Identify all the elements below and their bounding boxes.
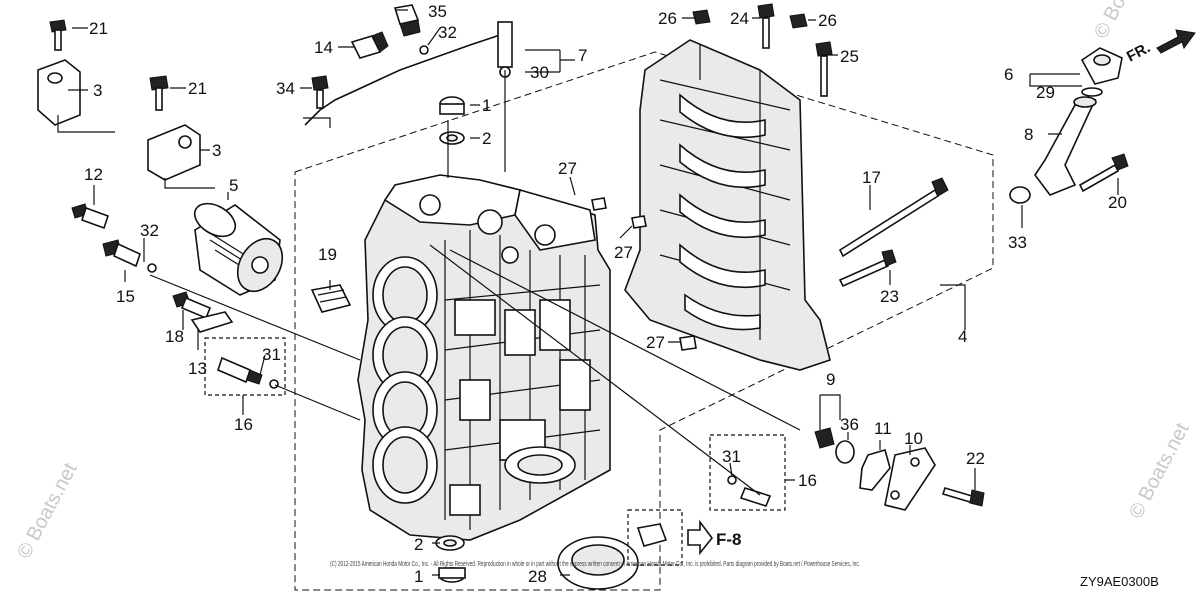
callout-1b: 1 (414, 567, 423, 586)
crankcase (624, 39, 831, 371)
callout-6: 6 (1004, 65, 1013, 84)
diagram-code: ZY9AE0300B (1080, 574, 1159, 589)
callout-33: 33 (1008, 233, 1027, 252)
callout-9: 9 (826, 370, 835, 389)
callout-20: 20 (1108, 193, 1127, 212)
front-direction-indicator: FR. (1124, 29, 1196, 66)
sensor-12 (71, 203, 110, 230)
sensor-14 (350, 31, 389, 59)
washer-2-upper (439, 131, 465, 145)
callout-19: 19 (318, 245, 337, 264)
callout-18: 18 (165, 327, 184, 346)
callout-16a: 16 (234, 415, 253, 434)
copyright-note: (C) 2012-2015 American Honda Motor Co., … (330, 561, 860, 568)
callout-21b: 21 (188, 79, 207, 98)
callout-11: 11 (874, 419, 892, 438)
bolt-22 (941, 487, 985, 507)
plug-1-upper (439, 96, 465, 115)
callout-27b: 27 (614, 243, 633, 262)
gasket-11 (859, 449, 891, 491)
oil-filter (193, 202, 284, 296)
callout-17: 17 (862, 168, 881, 187)
sensor-16-right (709, 434, 786, 511)
callout-12: 12 (84, 165, 103, 184)
callout-2b: 2 (414, 535, 423, 554)
callout-28: 28 (528, 567, 547, 586)
watermark-top-right: © Bo (1090, 0, 1130, 42)
callout-32b: 32 (438, 23, 457, 42)
callout-26a: 26 (658, 9, 677, 28)
filler-cap-6 (1080, 47, 1123, 85)
bolt-21-upper (49, 19, 67, 51)
callout-21a: 21 (89, 19, 108, 38)
bracket-3-upper (37, 59, 115, 133)
dowel-27-lower (679, 335, 697, 351)
sensor-35 (393, 4, 429, 55)
callout-31a: 31 (262, 345, 281, 364)
callout-26b: 26 (818, 11, 837, 30)
o-ring-29 (1081, 87, 1103, 97)
callout-29: 29 (1036, 83, 1055, 102)
reference-f8-label: F-8 (716, 530, 742, 549)
front-arrow-icon (1156, 29, 1196, 54)
callout-35: 35 (428, 2, 447, 21)
bolt-17 (838, 177, 949, 258)
callout-numbers: 21 3 21 3 12 5 32 15 18 13 31 16 14 35 3… (84, 2, 1127, 586)
callout-32a: 32 (140, 221, 159, 240)
watermark-right: © Boats.net (1125, 419, 1194, 522)
front-direction-label: FR. (1124, 39, 1153, 65)
sensor-15 (102, 239, 157, 273)
cylinder-block (357, 174, 611, 541)
callout-1a: 1 (482, 96, 491, 115)
nut-26-left (692, 9, 711, 25)
callout-3a: 3 (93, 81, 102, 100)
callout-8: 8 (1024, 125, 1033, 144)
oil-pipe-7 (303, 21, 513, 128)
bolt-23 (838, 249, 897, 288)
callout-27a: 27 (558, 159, 577, 178)
callout-27c: 27 (646, 333, 665, 352)
bolt-18-bracket-13 (172, 291, 234, 333)
callout-36: 36 (840, 415, 859, 434)
callout-34: 34 (276, 79, 295, 98)
cover-10 (884, 447, 936, 511)
reference-f8-box: F-8 (627, 509, 742, 566)
bolt-24 (757, 3, 775, 49)
callout-22: 22 (966, 449, 985, 468)
watermark-left: © Boats.net (13, 459, 82, 562)
callout-25: 25 (840, 47, 859, 66)
callout-4: 4 (958, 327, 967, 346)
callout-5: 5 (229, 176, 238, 195)
dowel-19 (310, 284, 352, 313)
callout-24: 24 (730, 9, 749, 28)
ring-33 (1009, 186, 1031, 204)
bolt-20 (1078, 153, 1129, 193)
callout-10: 10 (904, 429, 923, 448)
dowel-27-upper (591, 197, 607, 211)
callout-16b: 16 (798, 471, 817, 490)
callout-31b: 31 (722, 447, 741, 466)
callout-30: 30 (530, 63, 549, 82)
callout-15: 15 (116, 287, 135, 306)
callout-7: 7 (578, 46, 587, 65)
bracket-3-lower (147, 124, 215, 189)
gasket-36 (835, 440, 855, 464)
callout-2a: 2 (482, 129, 491, 148)
bolt-25 (815, 41, 833, 97)
filler-pipe-8 (1034, 96, 1097, 196)
plug-9 (814, 427, 835, 449)
leader-lines (68, 9, 1119, 576)
washer-2-lower (435, 535, 465, 551)
callout-3b: 3 (212, 141, 221, 160)
bolt-34 (311, 75, 329, 109)
bolt-21-lower (149, 75, 169, 111)
callout-14: 14 (314, 38, 333, 57)
nut-26-right (789, 13, 808, 29)
oil-seal-28 (557, 536, 639, 590)
plug-1-lower (438, 567, 466, 583)
dowel-27-middle (631, 215, 647, 229)
callout-23: 23 (880, 287, 899, 306)
callout-13: 13 (188, 359, 207, 378)
